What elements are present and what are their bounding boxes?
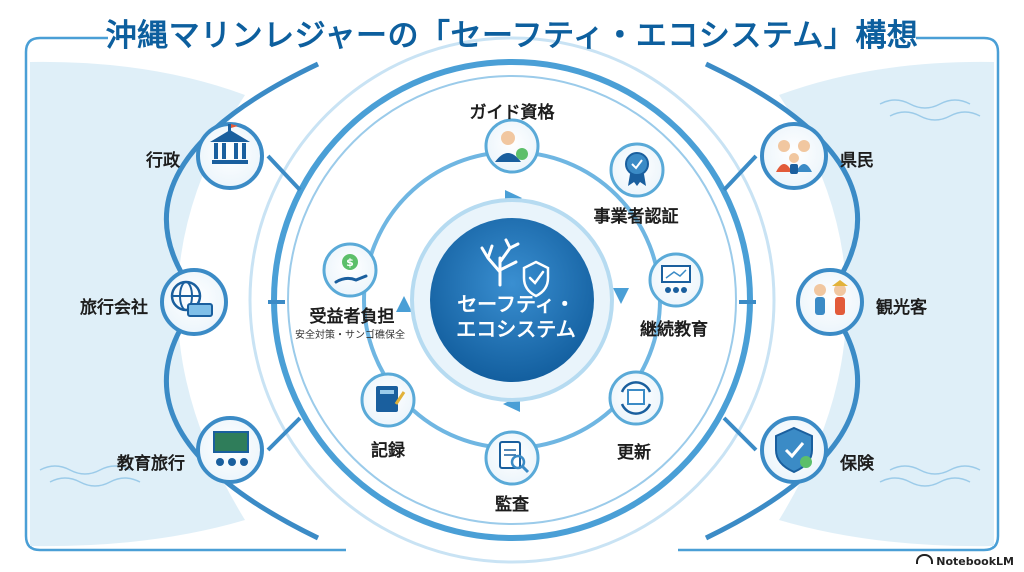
cycle-node-beneficiary: $ [322, 242, 378, 298]
training-class-icon [661, 265, 691, 293]
guide-person-icon [495, 131, 528, 162]
stakeholder-circle-insurance [760, 416, 828, 484]
money-hand-icon: $ [334, 254, 368, 284]
label-beneficiary: 受益者負担 [309, 307, 395, 327]
cycle-node-record [360, 372, 416, 428]
notebooklm-logo-icon [916, 554, 934, 564]
stakeholder-circle-travel [160, 268, 228, 336]
label-audit: 監査 [495, 495, 529, 515]
certificate-badge-icon [625, 152, 649, 186]
classroom-icon [213, 431, 249, 466]
center-circle [430, 218, 594, 382]
coral-shield-icon [480, 238, 550, 298]
renewal-calendar-icon [620, 381, 652, 415]
brand-label: NotebookLM [936, 555, 1014, 568]
stakeholder-circle-school [196, 416, 264, 484]
center-line-2: エコシステム [456, 317, 576, 341]
center-label: セーフティ・ エコシステム [432, 292, 600, 342]
label-residents: 県民 [840, 151, 874, 171]
shield-check-icon [775, 426, 813, 474]
cycle-node-renew [608, 370, 664, 426]
outer-ring-light [248, 36, 776, 564]
label-tourists: 観光客 [876, 298, 927, 318]
stakeholder-circle-tourists [796, 268, 864, 336]
audit-clipboard-icon [499, 441, 530, 474]
label-travel: 旅行会社 [80, 298, 148, 318]
connectors [266, 154, 758, 452]
label-record: 記録 [371, 441, 405, 461]
globe-ticket-icon [170, 280, 213, 317]
government-building-icon [210, 124, 250, 164]
label-training: 継続教育 [640, 320, 708, 340]
label-beneficiary-sub: 安全対策・サンゴ礁保全 [295, 330, 405, 341]
center-line-1: セーフティ・ [457, 292, 575, 316]
wave-decor [39, 99, 981, 487]
svg-text:$: $ [346, 256, 354, 269]
label-cert: 事業者認証 [593, 207, 679, 227]
label-renew: 更新 [617, 443, 651, 463]
label-school: 教育旅行 [117, 454, 185, 474]
record-book-icon [376, 386, 406, 412]
tourists-icon [814, 280, 848, 315]
page-title: 沖縄マリンレジャーの「セーフティ・エコシステム」構想 [105, 18, 919, 54]
label-gov: 行政 [146, 151, 180, 171]
right-crescent [779, 61, 994, 547]
label-insurance: 保険 [840, 454, 874, 474]
cycle-node-guide [484, 118, 540, 174]
stakeholder-circle-gov [196, 122, 264, 190]
inner-ring [287, 75, 737, 525]
cycle-node-cert [609, 142, 665, 198]
brand-watermark: NotebookLM [916, 554, 1014, 568]
stakeholder-circle-residents [760, 122, 828, 190]
cycle-node-training [648, 252, 704, 308]
label-guide: ガイド資格 [469, 103, 555, 123]
left-crescent [30, 61, 245, 547]
outer-frame [24, 36, 1000, 552]
family-icon [776, 140, 812, 174]
cycle-node-audit [484, 430, 540, 486]
